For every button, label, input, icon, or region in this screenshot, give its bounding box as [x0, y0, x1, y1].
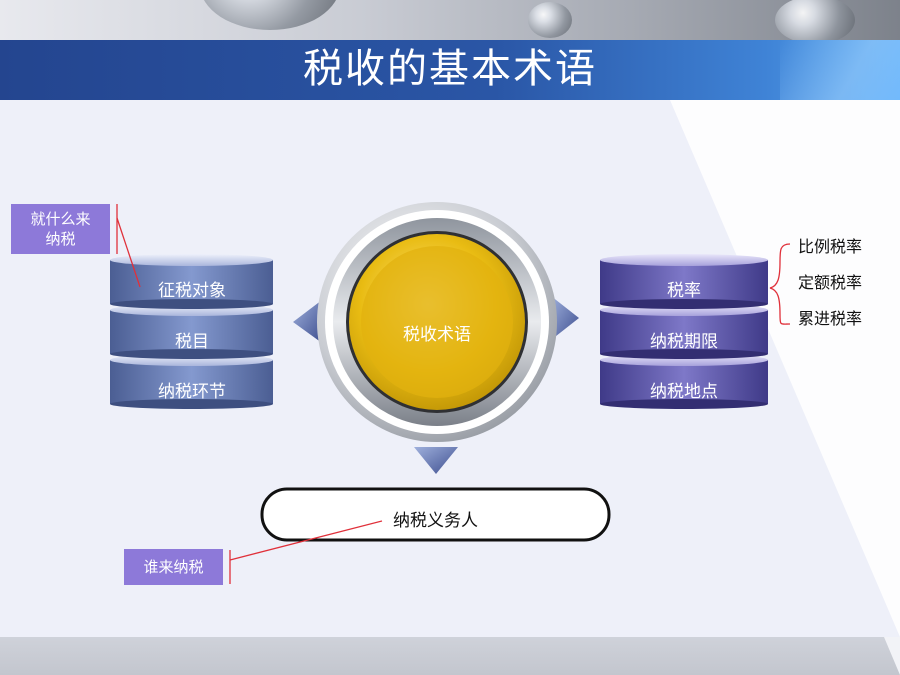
left-stack-item-tax-item: 税目: [175, 332, 209, 352]
rate-type-proportional: 比例税率: [798, 237, 863, 256]
water-drop-decoration: [528, 2, 572, 38]
leader-lines: [116, 204, 383, 584]
water-drop-decoration: [775, 0, 855, 40]
rate-type-progressive: 累进税率: [798, 309, 863, 328]
slide-title: 税收的基本术语: [303, 46, 597, 92]
left-stack-item-tax-stage: 纳税环节: [158, 382, 226, 402]
taxpayer-label: 纳税义务人: [393, 511, 478, 531]
taxpayer-box: [260, 487, 611, 542]
bottom-band: [0, 637, 900, 675]
right-stack-item-tax-place: 纳税地点: [650, 382, 718, 402]
right-stack-item-tax-rate: 税率: [667, 281, 701, 301]
rate-type-fixed: 定额税率: [798, 273, 863, 292]
brace-icon: [769, 243, 791, 325]
callout-who-pays: 谁来纳税: [124, 549, 223, 585]
left-disk-stack: [110, 254, 273, 409]
callout-what-to-tax-line2: 纳税: [45, 230, 76, 248]
title-bar: [0, 40, 900, 100]
left-arrow-icon: [293, 300, 322, 343]
center-label: 税收术语: [403, 325, 471, 345]
top-decoration-band: [0, 0, 900, 40]
callout-what-to-tax: 就什么来 纳税: [11, 204, 110, 254]
center-ring: [317, 202, 557, 442]
right-disk-stack: [600, 254, 768, 409]
callout-what-to-tax-line1: 就什么来: [30, 210, 91, 228]
right-stack-item-tax-period: 纳税期限: [650, 332, 718, 352]
down-arrow-icon: [414, 447, 458, 474]
left-stack-item-tax-object: 征税对象: [158, 281, 226, 301]
right-arrow-icon: [551, 296, 579, 340]
